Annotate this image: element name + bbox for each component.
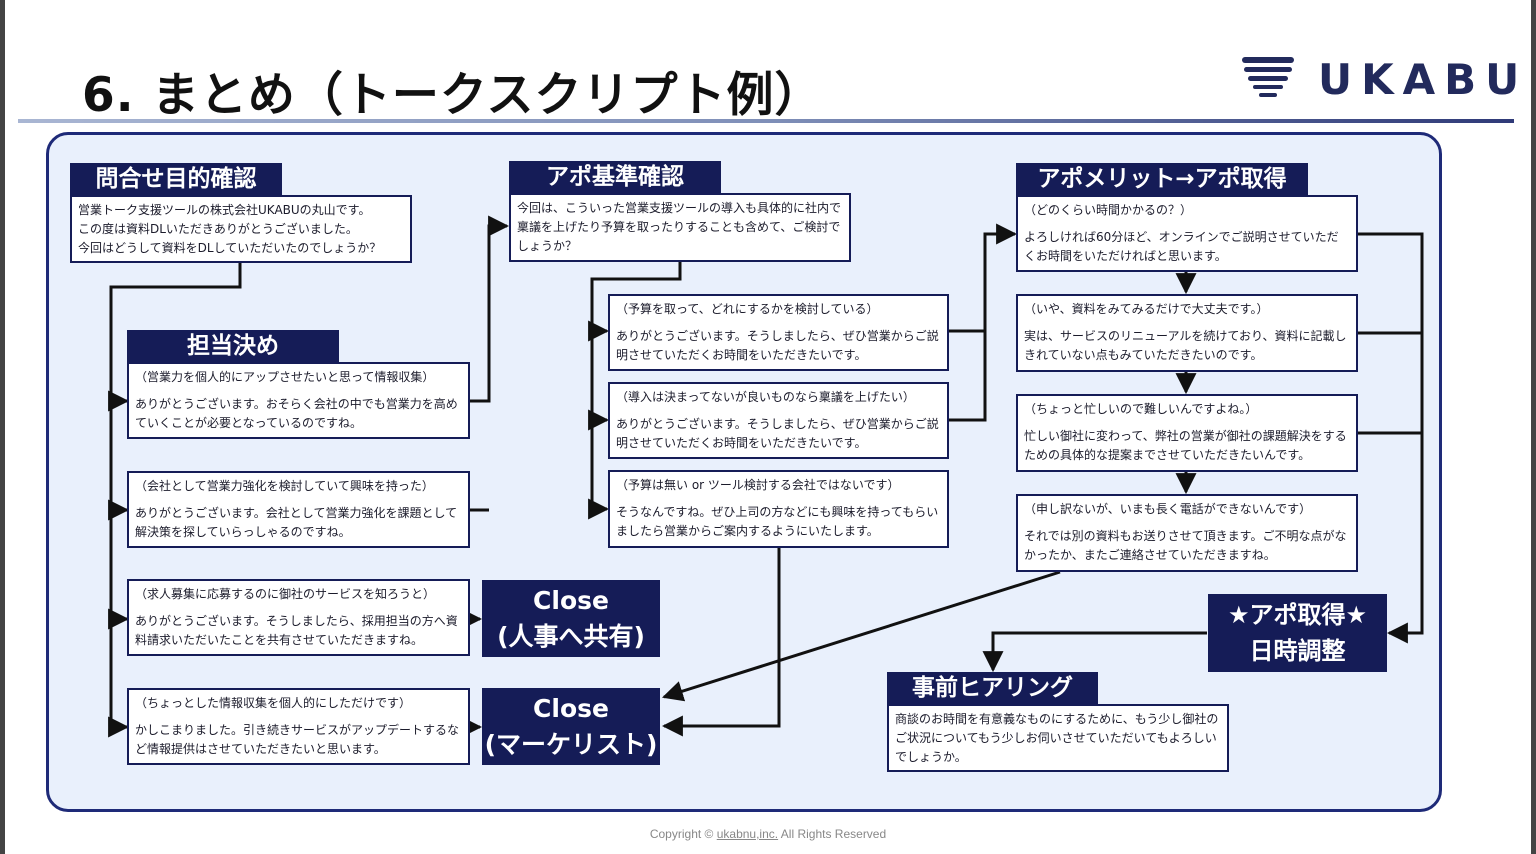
page-title: 6. まとめ（トークスクリプト例） — [82, 68, 823, 123]
footer-prefix: Copyright © — [649, 827, 717, 841]
merit-case-3: （ちょっと忙しいので難しいんですよね。） 忙しい御社に変わって、弊社の営業が御社… — [1016, 394, 1358, 472]
assign-case-2-question: （会社として営業力強化を検討していて興味を持った） — [135, 479, 434, 493]
hearing-text: 商談のお時間を有意義なものにするために、もう少し御社のご状況についてもう少しお伺… — [895, 712, 1219, 764]
footer-link[interactable]: ukabnu,inc. — [716, 827, 779, 841]
appointment-box: ★アポ取得★ 日時調整 — [1208, 594, 1387, 672]
criteria-case-3-answer: そうなんですね。ぜひ上司の方などにも興味を持ってもらいましたら営業からご案内する… — [616, 505, 939, 538]
criteria-case-1-answer: ありがとうございます。そうしましたら、ぜひ営業からご説明させていただくお時間をい… — [616, 329, 939, 362]
criteria-case-1-question: （予算を取って、どれにするかを検討している） — [616, 302, 879, 316]
inquiry-line-1: 営業トーク支援ツールの株式会社UKABUの丸山です。 — [78, 203, 371, 217]
criteria-case-2-answer: ありがとうございます。そうしましたら、ぜひ営業からご説明させていただくお時間をい… — [616, 417, 939, 450]
criteria-case-3-question: （予算は無い or ツール検討する会社ではないです） — [616, 478, 900, 492]
criteria-box: 今回は、こういった営業支援ツールの導入も具体的に社内で稟議を上げたり予算を取った… — [509, 193, 851, 262]
inquiry-line-2: この度は資料DLいただきありがとうございました。 — [78, 222, 358, 236]
close-hr-box: Close (人事へ共有) — [482, 580, 660, 657]
assign-case-4: （ちょっとした情報収集を個人的にしただけです） かしこまりました。引き続きサービ… — [127, 688, 470, 765]
hearing-header: 事前ヒアリング — [887, 672, 1098, 704]
close-list-line2: (マーケリスト) — [484, 730, 658, 759]
close-hr-line1: Close — [533, 586, 609, 615]
assign-case-4-answer: かしこまりました。引き続きサービスがアップデートするなど情報提供はさせていただき… — [135, 723, 460, 756]
criteria-text: 今回は、こういった営業支援ツールの導入も具体的に社内で稟議を上げたり予算を取った… — [517, 201, 842, 253]
assign-case-1: （営業力を個人的にアップさせたいと思って情報収集） ありがとうございます。おそら… — [127, 362, 470, 439]
merit-case-4: （申し訳ないが、いまも長く電話ができないんです） それでは別の資料もお送りさせて… — [1016, 494, 1358, 572]
assign-case-2-answer: ありがとうございます。会社として営業力強化を課題として解決策を探していらっしゃる… — [135, 506, 458, 539]
merit-case-4-question: （申し訳ないが、いまも長く電話ができないんです） — [1024, 502, 1312, 516]
footer: Copyright © ukabnu,inc. All Rights Reser… — [0, 827, 1536, 841]
merit-case-1-answer: よろしければ60分ほど、オンラインでご説明させていただくお時間をいただければと思… — [1024, 230, 1339, 263]
merit-case-2: （いや、資料をみてみるだけで大丈夫です。） 実は、サービスのリニューアルを続けて… — [1016, 294, 1358, 372]
inquiry-line-3: 今回はどうして資料をDLしていただいたのでしょうか？ — [78, 241, 382, 255]
merit-case-2-answer: 実は、サービスのリニューアルを続けており、資料に記載しきれていない点もみていただ… — [1024, 329, 1347, 362]
assign-case-1-answer: ありがとうございます。おそらく会社の中でも営業力を高めていくことが必要となってい… — [135, 397, 458, 430]
assign-case-3-question: （求人募集に応募するのに御社のサービスを知ろうと） — [135, 587, 436, 601]
assign-case-4-question: （ちょっとした情報収集を個人的にしただけです） — [135, 696, 412, 710]
inquiry-box: 営業トーク支援ツールの株式会社UKABUの丸山です。 この度は資料DLいただきあ… — [70, 195, 412, 263]
title-divider — [18, 119, 1514, 123]
criteria-header: アポ基準確認 — [509, 161, 721, 193]
footer-suffix: All Rights Reserved — [778, 827, 887, 841]
window-edge-left — [0, 0, 5, 854]
criteria-case-1: （予算を取って、どれにするかを検討している） ありがとうございます。そうしました… — [608, 294, 949, 371]
close-list-box: Close (マーケリスト) — [482, 688, 660, 765]
assign-case-2: （会社として営業力強化を検討していて興味を持った） ありがとうございます。会社と… — [127, 471, 470, 548]
merit-case-1-question: （どのくらい時間かかるの？） — [1024, 203, 1193, 217]
assign-case-3-answer: ありがとうございます。そうしましたら、採用担当の方へ資料請求いただいたことを共有… — [135, 614, 458, 647]
merit-case-4-answer: それでは別の資料もお送りさせて頂きます。ご不明な点がなかったか、またご連絡させて… — [1024, 529, 1347, 562]
assign-header: 担当決め — [127, 330, 339, 362]
wave-logo-icon — [1242, 57, 1294, 97]
criteria-case-3: （予算は無い or ツール検討する会社ではないです） そうなんですね。ぜひ上司の… — [608, 470, 949, 548]
merit-case-3-answer: 忙しい御社に変わって、弊社の営業が御社の課題解決をするための具体的な提案までさせ… — [1024, 429, 1347, 462]
merit-case-2-question: （いや、資料をみてみるだけで大丈夫です。） — [1024, 302, 1269, 316]
ukabu-logo: UKABU — [1240, 55, 1519, 105]
merit-header: アポメリット→アポ取得 — [1016, 163, 1308, 195]
inquiry-header: 問合せ目的確認 — [70, 163, 282, 195]
appointment-line1: ★アポ取得★ — [1227, 601, 1368, 629]
merit-case-1: （どのくらい時間かかるの？） よろしければ60分ほど、オンラインでご説明させてい… — [1016, 195, 1358, 272]
criteria-case-2: （導入は決まってないが良いものなら稟議を上げたい） ありがとうございます。そうし… — [608, 382, 949, 459]
appointment-line2: 日時調整 — [1249, 637, 1346, 665]
hearing-box: 商談のお時間を有意義なものにするために、もう少し御社のご状況についてもう少しお伺… — [887, 704, 1229, 772]
close-hr-line2: (人事へ共有) — [497, 622, 645, 651]
criteria-case-2-question: （導入は決まってないが良いものなら稟議を上げたい） — [616, 390, 915, 404]
assign-case-3: （求人募集に応募するのに御社のサービスを知ろうと） ありがとうございます。そうし… — [127, 579, 470, 656]
close-list-line1: Close — [533, 694, 609, 723]
window-edge-right — [1531, 0, 1536, 854]
logo-text: UKABU — [1318, 55, 1529, 104]
merit-case-3-question: （ちょっと忙しいので難しいんですよね。） — [1024, 402, 1258, 416]
assign-case-1-question: （営業力を個人的にアップさせたいと思って情報収集） — [135, 370, 435, 384]
